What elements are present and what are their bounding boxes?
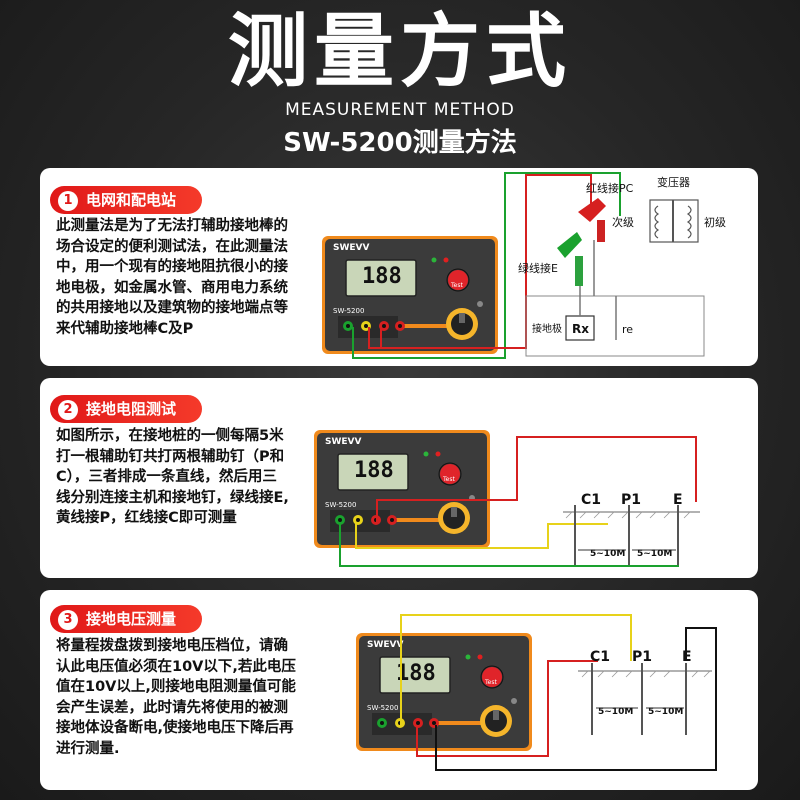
clip-red-icon bbox=[578, 198, 606, 242]
meter-device-1: SWEVV 188 SW-5200 Test bbox=[321, 235, 499, 355]
section-number: 1 bbox=[58, 191, 78, 211]
primary-label: 初级 bbox=[704, 215, 726, 229]
section-text-2: 如图所示，在接地桩的一侧每隔5米 打一根辅助钉共打两根辅助钉（P和 C），三者排… bbox=[56, 426, 326, 529]
text-line: 中，用一个现有的接地阻抗很小的接 bbox=[56, 259, 288, 275]
page-subtitle: MEASUREMENT METHOD bbox=[285, 100, 515, 120]
section-number: 3 bbox=[58, 610, 78, 630]
section-text-3: 将量程拨盘拨到接地电压档位，请确 认此电压值必须在10V以下,若此电压 值在10… bbox=[56, 636, 346, 759]
text-line: 黄线接P，红线接C即可测量 bbox=[56, 510, 237, 526]
distance-label-2: 5~10M bbox=[648, 707, 683, 717]
meter-test-label: Test bbox=[450, 282, 463, 289]
red-clip-label: 红线接PC bbox=[586, 181, 634, 195]
meter-brand: SWEVV bbox=[367, 640, 404, 650]
meter-brand: SWEVV bbox=[333, 243, 370, 253]
section-label: 接地电压测量 bbox=[86, 610, 177, 628]
text-line: 场合设定的便利测试法，在此测量法 bbox=[56, 238, 288, 255]
text-line: 线分别连接主机和接地钉，绿线接E, bbox=[56, 489, 289, 506]
p1-label: P1 bbox=[621, 492, 641, 508]
text-line: 接地体设备断电,使接地电压下降后再 bbox=[56, 720, 294, 736]
meter-brand: SWEVV bbox=[325, 437, 362, 447]
p1-label: P1 bbox=[632, 649, 652, 665]
meter-device-2: SWEVV 188 SW-5200 Test bbox=[313, 429, 491, 549]
text-line: C），三者排成一条直线，然后用三 bbox=[56, 469, 277, 485]
text-line: 来代辅助接地棒C及P bbox=[56, 320, 194, 337]
meter-model: SW-5200 bbox=[367, 704, 398, 712]
section-number: 2 bbox=[58, 400, 78, 420]
text-line: 此测量法是为了无法打辅助接地棒的 bbox=[56, 218, 288, 234]
meter-display: 188 bbox=[396, 661, 436, 686]
text-line: 会产生误差，此时请先将使用的被测 bbox=[56, 699, 288, 716]
meter-device-3: SWEVV 188 SW-5200 Test bbox=[355, 632, 533, 752]
green-clip-label: 绿线接E bbox=[518, 261, 558, 275]
distance-label-2: 5~10M bbox=[637, 549, 672, 559]
e-label: E bbox=[682, 649, 692, 665]
ground-hatch-2 bbox=[565, 511, 691, 519]
wiring-diagram-3 bbox=[400, 614, 717, 771]
text-line: 的共用接地以及建筑物的接地端点等 bbox=[56, 300, 288, 316]
transformer-label: 变压器 bbox=[657, 175, 690, 189]
ground-hatch-3 bbox=[581, 670, 711, 678]
wiring-diagram-1 bbox=[352, 172, 705, 359]
method-heading: SW-5200测量方法 bbox=[283, 128, 517, 158]
re-label: re bbox=[622, 323, 633, 336]
section-label: 电网和配电站 bbox=[86, 191, 177, 209]
meter-test-label: Test bbox=[442, 476, 455, 483]
text-line: 如图所示，在接地桩的一侧每隔5米 bbox=[56, 428, 284, 444]
meter-model: SW-5200 bbox=[325, 501, 356, 509]
meter-display: 188 bbox=[354, 458, 394, 483]
distance-label-1: 5~10M bbox=[598, 707, 633, 717]
text-line: 进行测量. bbox=[56, 740, 120, 757]
section-badge-1: 1 电网和配电站 bbox=[50, 186, 203, 214]
section-label: 接地电阻测试 bbox=[86, 400, 177, 418]
text-line: 认此电压值必须在10V以下,若此电压 bbox=[56, 658, 296, 675]
text-line: 地电极，如金属水管、商用电力系统 bbox=[56, 279, 288, 296]
distance-label-1: 5~10M bbox=[590, 549, 625, 559]
meter-test-label: Test bbox=[484, 679, 497, 686]
clip-green-icon bbox=[557, 232, 583, 286]
c1-label: C1 bbox=[581, 492, 601, 508]
meter-model: SW-5200 bbox=[333, 307, 364, 315]
text-line: 值在10V以上,则接地电阻测量值可能 bbox=[56, 679, 296, 695]
meter-display: 188 bbox=[362, 264, 402, 289]
section-badge-2: 2 接地电阻测试 bbox=[50, 395, 203, 423]
section-text-1: 此测量法是为了无法打辅助接地棒的 场合设定的便利测试法，在此测量法 中，用一个现… bbox=[56, 216, 346, 339]
section-badge-3: 3 接地电压测量 bbox=[50, 605, 203, 633]
c1-label: C1 bbox=[590, 649, 610, 665]
page-title: 测量方式 bbox=[228, 5, 572, 98]
rx-label: Rx bbox=[572, 322, 589, 336]
e-label: E bbox=[673, 492, 683, 508]
text-line: 将量程拨盘拨到接地电压档位，请确 bbox=[56, 638, 288, 654]
ground-electrode-label: 接地极 bbox=[532, 322, 562, 335]
secondary-label: 次级 bbox=[612, 215, 634, 229]
text-line: 打一根辅助钉共打两根辅助钉（P和 bbox=[56, 448, 285, 465]
